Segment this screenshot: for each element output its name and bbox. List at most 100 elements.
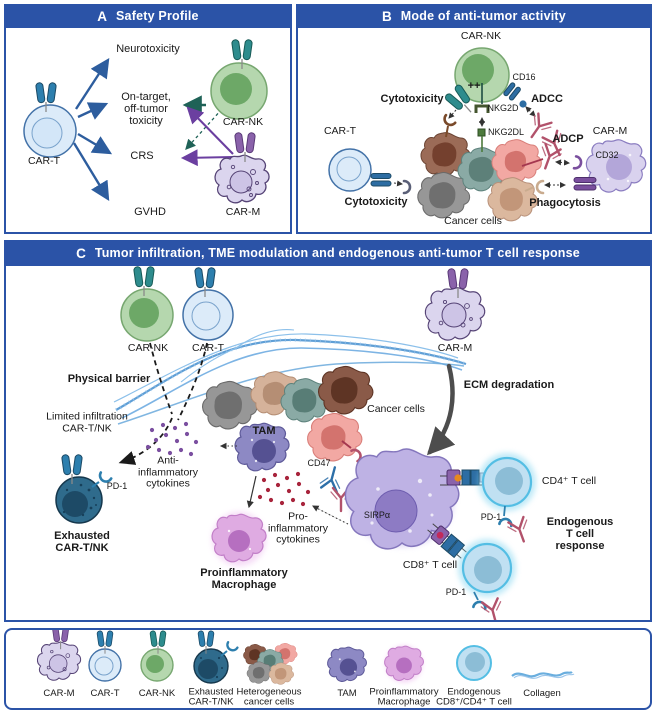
- cd4-t-cell: [478, 453, 536, 511]
- label-cytotoxicity-t: Cytotoxicity: [344, 195, 408, 208]
- label-car-nk: CAR-NK: [127, 342, 169, 355]
- label-cancer-cells: Cancer cells: [444, 215, 502, 228]
- car-nk-cell: [454, 47, 510, 103]
- tam-cell: [234, 422, 290, 472]
- car-t-cell: [328, 148, 372, 192]
- antigen-stem: [445, 125, 449, 138]
- car-m-in-tme-cell: [344, 447, 460, 550]
- cd16-receptor-icon: [503, 82, 521, 101]
- antigen-stem: [524, 186, 535, 192]
- panel-c-header: C Tumor infiltration, TME modulation and…: [4, 240, 652, 266]
- legend-label-endogenous-t: Endogenous CD8⁺/CD4⁺ T cell: [436, 686, 512, 708]
- pro-inflammatory-cytokines-dots: [257, 471, 311, 507]
- panel-b: B Mode of anti-tumor activity: [296, 4, 652, 234]
- cd8-t-cell: [458, 539, 516, 597]
- legend-proinflammatory-icon: [384, 645, 424, 683]
- collagen-band: [113, 329, 467, 425]
- label-cd8-t-cell: CD8⁺ T cell: [402, 559, 458, 572]
- proinflammatory-macrophage-cell: [211, 512, 267, 566]
- label-physical-barrier: Physical barrier: [67, 372, 151, 385]
- legend-label-heterogeneous: Heterogeneous cancer cells: [236, 686, 302, 708]
- label-anti-cytokines: Anti- inflammatory cytokines: [137, 454, 199, 490]
- pd1-stem: [503, 505, 506, 517]
- antibody-icon: [479, 596, 507, 620]
- exhausted-car-t-nk-cell: [55, 453, 113, 524]
- panel-c-graphic: [55, 265, 536, 620]
- cart-antigen-arrow: [393, 180, 403, 187]
- barrier-path-nk: [149, 342, 173, 415]
- mhc-tcr-connector-cd8: [427, 523, 467, 559]
- panel-a-letter: A: [97, 8, 108, 24]
- legend-graphic: [36, 630, 575, 685]
- legend-label-collagen: Collagen: [523, 687, 561, 699]
- antibody-icon: [522, 111, 555, 144]
- cd47-stem: [341, 440, 352, 449]
- anti-inflammatory-cytokines-dots: [145, 421, 199, 457]
- panel-a: A Safety Profile: [4, 4, 292, 234]
- car-t-cell: [23, 81, 77, 158]
- tam-repolarization-arrow: [246, 475, 257, 509]
- antigen-antibody-link: [521, 158, 544, 167]
- adcp-cd32-arrow: [555, 159, 570, 166]
- label-gvhd: GVHD: [134, 205, 166, 218]
- label-car-nk: CAR-NK: [222, 116, 264, 129]
- car-m-cell: [214, 131, 270, 204]
- label-pro-cytokines: Pro- inflammatory cytokines: [267, 510, 329, 546]
- label-car-t: CAR-T: [191, 342, 225, 355]
- panel-c-title: Tumor infiltration, TME modulation and e…: [94, 246, 580, 260]
- label-cd16: CD16: [512, 72, 536, 83]
- panel-a-header: A Safety Profile: [4, 4, 292, 28]
- legend-endogenous-t-icon: [456, 645, 492, 681]
- cancer-cells-cluster: [417, 132, 542, 222]
- label-adcp: ADCP: [552, 132, 584, 145]
- pd1-stem: [473, 591, 479, 601]
- antigen-hook-icon: [402, 179, 412, 195]
- label-car-t: CAR-T: [323, 125, 357, 138]
- panel-a-graphic: [23, 38, 270, 204]
- label-cd47: CD47: [307, 458, 331, 469]
- car-t-cell: [182, 266, 234, 341]
- cd16-dot: [519, 100, 527, 108]
- pro-cytokine-arrow: [312, 505, 349, 525]
- label-nkg2d: NKG2D: [487, 103, 519, 114]
- legend-car-t-icon: [88, 630, 122, 682]
- label-neurotoxicity: Neurotoxicity: [116, 42, 180, 55]
- antigen-hook-icon: [440, 113, 457, 129]
- label-crs: CRS: [130, 149, 154, 162]
- legend-label-tam: TAM: [337, 687, 357, 699]
- label-pd1-cd4: PD-1: [480, 512, 502, 523]
- panel-c-letter: C: [76, 245, 86, 261]
- label-on-target-toxicity: On-target, off-tumor toxicity: [121, 90, 171, 128]
- car-receptor-flat-icon: [573, 177, 597, 191]
- legend-label-car-t: CAR-T: [90, 687, 120, 699]
- nkg2d-receptor-icon: [474, 104, 490, 113]
- label-ecm-degradation: ECM degradation: [463, 378, 555, 391]
- ecm-degradation-arrow: [426, 363, 456, 456]
- legend-label-proinflammatory: Proinflammatory Macrophage: [369, 686, 439, 708]
- panel-b-title: Mode of anti-tumor activity: [400, 9, 566, 23]
- panel-b-header: B Mode of anti-tumor activity: [296, 4, 652, 28]
- legend-tam-icon: [327, 646, 367, 682]
- cd32-receptor-icon: [572, 155, 584, 171]
- legend-collagen-icon: [510, 670, 575, 679]
- label-phagocytosis: Phagocytosis: [529, 196, 601, 209]
- panel-b-graphic: [328, 47, 647, 222]
- label-endogenous-response: Endogenous T cell response: [546, 515, 614, 553]
- nkg2dl-icon: [477, 128, 486, 137]
- legend: CAR-M CAR-T CAR-NK Exhausted CAR-T/NK He…: [4, 628, 652, 710]
- label-proinflammatory: Proinflammatory Macrophage: [200, 566, 288, 591]
- label-adcc: ADCC: [531, 92, 563, 105]
- label-car-m: CAR-M: [592, 125, 628, 138]
- label-pd1-cd8: PD-1: [445, 587, 467, 598]
- label-nkg2dl: NKG2DL: [487, 127, 525, 138]
- car-m-cell: [585, 139, 647, 193]
- legend-label-car-nk: CAR-NK: [138, 687, 176, 699]
- carm-toxicity-arrow: [186, 106, 234, 155]
- car-m-cell: [424, 267, 486, 341]
- car-antigen-arrow: [448, 109, 457, 119]
- car-nk-cell: [120, 265, 174, 342]
- antigen-hook-icon: [535, 179, 545, 195]
- label-car-nk: CAR-NK: [460, 30, 502, 43]
- carnk-crs-dashed-arrow: [185, 108, 223, 150]
